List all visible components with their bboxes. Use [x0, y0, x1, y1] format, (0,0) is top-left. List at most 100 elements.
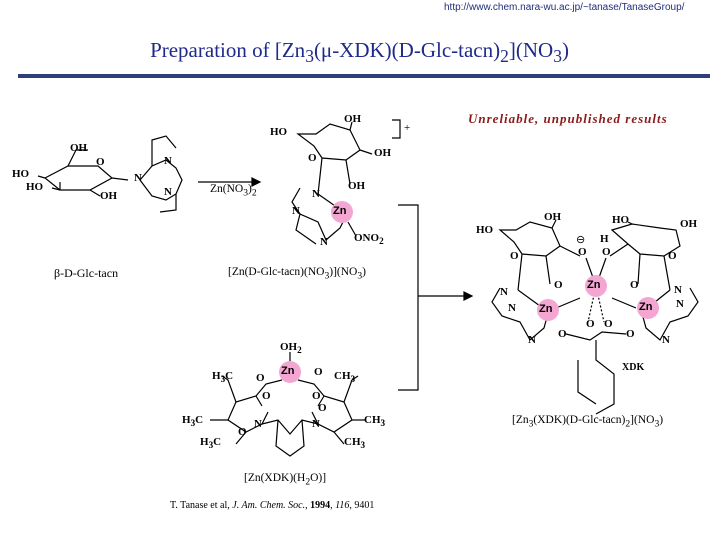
charge-minus: ⊖	[576, 234, 586, 246]
ligand-caption: β-D-Glc-tacn	[54, 266, 119, 280]
atom-o: O	[312, 390, 321, 402]
caption-part: )	[659, 414, 664, 426]
ono-text: ONO	[354, 232, 380, 244]
zn-atom: Zn	[587, 279, 601, 291]
xdk-complex-caption: [Zn(XDK)(H2O)]	[244, 472, 326, 487]
atom-h: H	[600, 233, 609, 245]
caption-sub: 2	[305, 476, 311, 488]
reagent-part: )	[248, 183, 252, 195]
atom-n: N	[674, 284, 682, 296]
h3c-c: C	[195, 414, 204, 426]
caption-sub: 3	[528, 418, 534, 430]
source-url[interactable]: http://www.chem.nara-wu.ac.jp/~tanase/Ta…	[444, 2, 685, 13]
title-part: )	[561, 38, 569, 62]
mono-complex-caption: [Zn(D-Glc-tacn)(NO3)](NO3)	[228, 266, 366, 281]
atom-ho: HO	[12, 168, 30, 180]
atom-ono2: ONO2	[354, 232, 384, 246]
ch3-sub: 3	[350, 374, 356, 385]
caption-part: ](NO	[630, 414, 655, 426]
atom-n: N	[500, 286, 508, 298]
atom-n: N	[312, 188, 320, 200]
atom-ho: HO	[476, 224, 494, 236]
ch3-sub: 3	[380, 418, 386, 429]
ch3-text: CH	[334, 370, 351, 382]
caption-sub: 3	[654, 418, 660, 430]
oh2-text: OH	[280, 341, 298, 353]
reference: T. Tanase et al, J. Am. Chem. Soc., 1994…	[170, 500, 374, 511]
h3c-sub: 3	[220, 374, 226, 385]
ono-sub: 2	[379, 236, 384, 247]
slide-title: Preparation of [Zn3(μ-XDK)(D-Glc-tacn)2]…	[0, 38, 719, 67]
oh2-sub: 2	[297, 345, 302, 356]
title-part: ](NO	[508, 38, 554, 62]
atom-o: O	[256, 372, 265, 384]
atom-oh: OH	[680, 218, 698, 230]
ref-year: 1994	[310, 500, 331, 511]
methyl-h3c: H3C	[182, 414, 203, 428]
atom-o: O	[318, 402, 327, 414]
atom-ho: HO	[26, 181, 44, 193]
atom-oh: OH	[100, 190, 118, 202]
atom-o: O	[668, 250, 677, 262]
mono-complex-structure	[291, 119, 401, 245]
atom-o: O	[554, 279, 563, 291]
atom-o: O	[630, 279, 639, 291]
title-rule	[18, 74, 710, 78]
atom-n: N	[662, 334, 670, 346]
atom-oh: OH	[374, 147, 392, 159]
atom-oh: OH	[344, 113, 362, 125]
product-caption: [Zn3(XDK)(D-Glc-tacn)2](NO3)	[512, 414, 663, 429]
atom-n: N	[320, 236, 328, 248]
xdk-label: XDK	[622, 362, 645, 373]
h3c-sub: 3	[190, 418, 196, 429]
h3c-h: H	[182, 414, 191, 426]
atom-o: O	[626, 328, 635, 340]
h3c-h: H	[212, 370, 221, 382]
title-part: (μ-XDK)(D-Glc-tacn)	[313, 38, 501, 62]
caption-part: [Zn(D-Glc-tacn)(NO	[228, 266, 325, 278]
title-sub: 3	[553, 46, 562, 67]
reagent-part: Zn(NO	[210, 183, 244, 195]
reagent-sub: 3	[243, 187, 249, 199]
zn-atom: Zn	[639, 301, 653, 313]
caption-sub: 2	[625, 418, 631, 430]
unreliable-note: Unreliable, unpublished results	[468, 111, 668, 126]
atom-o: O	[314, 366, 323, 378]
h3c-sub: 3	[208, 440, 214, 451]
atom-ho: HO	[270, 126, 288, 138]
atom-n: N	[134, 172, 142, 184]
atom-n: N	[508, 302, 516, 314]
atom-oh2: OH2	[280, 341, 302, 355]
atom-o: O	[558, 328, 567, 340]
charge-plus: +	[404, 122, 411, 134]
xdk-complex-structure	[210, 352, 366, 457]
ref-sep: ,	[330, 500, 336, 511]
zn-atom: Zn	[281, 365, 295, 377]
combine-bracket	[398, 204, 419, 391]
product-structure	[491, 219, 699, 415]
caption-part: (XDK)(D-Glc-tacn)	[533, 414, 626, 426]
atom-o: O	[510, 250, 519, 262]
title-sub: 2	[500, 46, 509, 67]
atom-o: O	[586, 318, 595, 330]
atom-n: N	[164, 155, 172, 167]
ligand-structure	[37, 135, 183, 213]
caption-sub: 3	[324, 270, 330, 282]
atom-o: O	[578, 246, 587, 258]
ref-journal: J. Am. Chem. Soc.	[232, 500, 306, 511]
atom-oh: OH	[348, 180, 366, 192]
h3c-c: C	[225, 370, 234, 382]
methyl-ch3: CH3	[364, 414, 385, 428]
atom-oh: OH	[544, 211, 562, 223]
ref-authors: T. Tanase et al,	[170, 500, 233, 511]
atom-n: N	[164, 186, 172, 198]
methyl-h3c: H3C	[212, 370, 233, 384]
caption-part: O)]	[310, 472, 327, 484]
caption-sub: 3	[357, 270, 363, 282]
reagent-label: Zn(NO3)2	[210, 183, 257, 198]
atom-ho: HO	[612, 214, 630, 226]
atom-oh: OH	[70, 142, 88, 154]
atom-o: O	[238, 426, 247, 438]
caption-part: [Zn	[512, 414, 529, 426]
